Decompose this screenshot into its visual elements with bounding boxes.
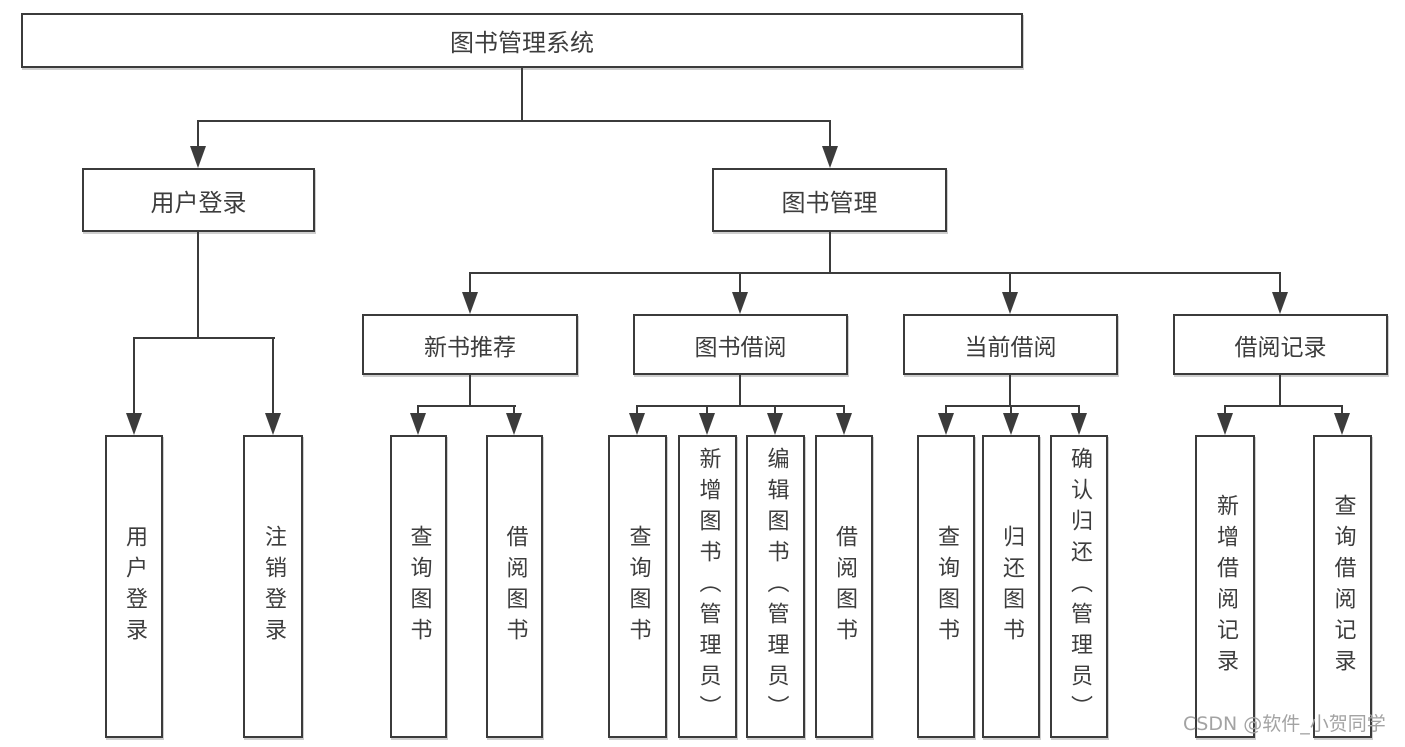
connector-book-mgmt-drop — [829, 120, 831, 148]
connector-br-leaf1-drop — [1224, 405, 1226, 415]
leaf-confirm-return-admin: 确认归还（管理员） — [1050, 435, 1108, 738]
connector-new-books-drop — [469, 272, 471, 294]
connector-book-borrow-drop — [739, 272, 741, 294]
node-root-label: 图书管理系统 — [450, 29, 594, 57]
arrowhead-leaf-logout — [265, 413, 281, 435]
arrowhead-current-borrow — [1002, 292, 1018, 314]
arrowhead-book-borrow — [732, 292, 748, 314]
leaf-user-login: 用户登录 — [105, 435, 163, 738]
connector-bb-leaf2-drop — [706, 405, 708, 415]
leaf-query-books-3: 查询图书 — [917, 435, 975, 738]
leaf-query-borrow-record: 查询借阅记录 — [1313, 435, 1372, 738]
arrowhead-br-leaf1 — [1217, 413, 1233, 435]
leaf-borrow-books-1: 借阅图书 — [486, 435, 543, 738]
arrowhead-book-mgmt — [822, 146, 838, 168]
arrowhead-bb-leaf4 — [836, 413, 852, 435]
connector-current-borrow-drop — [1009, 272, 1011, 294]
leaf-query-books-1-label: 查询图书 — [406, 524, 432, 649]
connector-new-books-stem — [469, 375, 471, 407]
leaf-user-login-label: 用户登录 — [122, 524, 147, 649]
leaf-return-books: 归还图书 — [982, 435, 1040, 738]
connector-user-login-hline — [133, 337, 275, 339]
node-current-borrow: 当前借阅 — [903, 314, 1118, 375]
node-book-borrow: 图书借阅 — [633, 314, 848, 375]
connector-bb-leaf1-drop — [636, 405, 638, 415]
leaf-add-books-admin: 新增图书（管理员） — [678, 435, 737, 738]
leaf-logout-label: 注销登录 — [261, 524, 286, 649]
leaf-query-books-2-label: 查询图书 — [625, 524, 651, 649]
connector-cb-leaf2-drop — [1010, 405, 1012, 415]
connector-bb-leaf4-drop — [843, 405, 845, 415]
node-new-book-recommend-label: 新书推荐 — [424, 334, 516, 361]
leaf-borrow-books-2: 借阅图书 — [815, 435, 873, 738]
node-borrow-records-label: 借阅记录 — [1234, 334, 1327, 361]
leaf-edit-books-admin: 编辑图书（管理员） — [746, 435, 805, 738]
connector-br-leaf2-drop — [1341, 405, 1343, 415]
leaf-add-borrow-record: 新增借阅记录 — [1195, 435, 1255, 738]
arrowhead-new-books — [462, 292, 478, 314]
arrowhead-cb-leaf3 — [1071, 413, 1087, 435]
connector-new-books-hline — [417, 405, 516, 407]
connector-book-mgmt-stem — [829, 232, 831, 274]
connector-cb-leaf1-drop — [945, 405, 947, 415]
leaf-logout: 注销登录 — [243, 435, 303, 738]
node-borrow-records: 借阅记录 — [1173, 314, 1388, 375]
connector-borrow-records-hline — [1224, 405, 1343, 407]
node-user-login-label: 用户登录 — [150, 188, 247, 217]
connector-root-stem — [521, 68, 523, 122]
connector-leaf-logout-drop — [272, 337, 274, 415]
leaf-query-borrow-record-label: 查询借阅记录 — [1330, 493, 1356, 680]
connector-book-borrow-stem — [739, 375, 741, 407]
arrowhead-bb-leaf2 — [699, 413, 715, 435]
node-book-management: 图书管理 — [712, 168, 947, 232]
leaf-confirm-return-admin-label: 确认归还（管理员） — [1067, 447, 1092, 726]
connector-book-mgmt-hline — [469, 272, 1281, 274]
connector-borrow-records-stem — [1279, 375, 1281, 407]
leaf-return-books-label: 归还图书 — [999, 524, 1024, 649]
arrowhead-nb-leaf2 — [506, 413, 522, 435]
connector-leaf-login-drop — [133, 337, 135, 415]
connector-nb-leaf2-drop — [513, 405, 515, 415]
leaf-query-books-2: 查询图书 — [608, 435, 667, 738]
leaf-add-books-admin-label: 新增图书（管理员） — [695, 447, 721, 726]
connector-root-hline — [197, 120, 831, 122]
connector-nb-leaf1-drop — [417, 405, 419, 415]
node-book-management-label: 图书管理 — [781, 188, 878, 217]
arrowhead-borrow-records — [1272, 292, 1288, 314]
leaf-borrow-books-2-label: 借阅图书 — [832, 524, 857, 649]
arrowhead-cb-leaf2 — [1003, 413, 1019, 435]
leaf-borrow-books-1-label: 借阅图书 — [502, 524, 528, 649]
leaf-query-books-3-label: 查询图书 — [934, 524, 959, 649]
arrowhead-bb-leaf1 — [629, 413, 645, 435]
node-book-borrow-label: 图书借阅 — [694, 334, 787, 361]
leaf-query-books-1: 查询图书 — [390, 435, 447, 738]
node-user-login: 用户登录 — [82, 168, 315, 232]
connector-current-borrow-hline — [945, 405, 1080, 407]
leaf-add-borrow-record-label: 新增借阅记录 — [1213, 493, 1238, 680]
connector-book-borrow-hline — [636, 405, 845, 407]
arrowhead-leaf-login — [126, 413, 142, 435]
arrowhead-br-leaf2 — [1334, 413, 1350, 435]
connector-bb-leaf3-drop — [774, 405, 776, 415]
connector-current-borrow-stem — [1009, 375, 1011, 407]
connector-user-login-drop — [197, 120, 199, 148]
watermark-text: CSDN @软件_小贺同学 — [1183, 713, 1386, 735]
leaf-edit-books-admin-label: 编辑图书（管理员） — [763, 447, 789, 726]
node-new-book-recommend: 新书推荐 — [362, 314, 578, 375]
node-root: 图书管理系统 — [21, 13, 1023, 68]
connector-user-login-stem — [197, 232, 199, 339]
arrowhead-nb-leaf1 — [410, 413, 426, 435]
arrowhead-bb-leaf3 — [767, 413, 783, 435]
arrowhead-user-login — [190, 146, 206, 168]
connector-borrow-records-drop — [1279, 272, 1281, 294]
arrowhead-cb-leaf1 — [938, 413, 954, 435]
connector-cb-leaf3-drop — [1078, 405, 1080, 415]
node-current-borrow-label: 当前借阅 — [964, 334, 1057, 361]
